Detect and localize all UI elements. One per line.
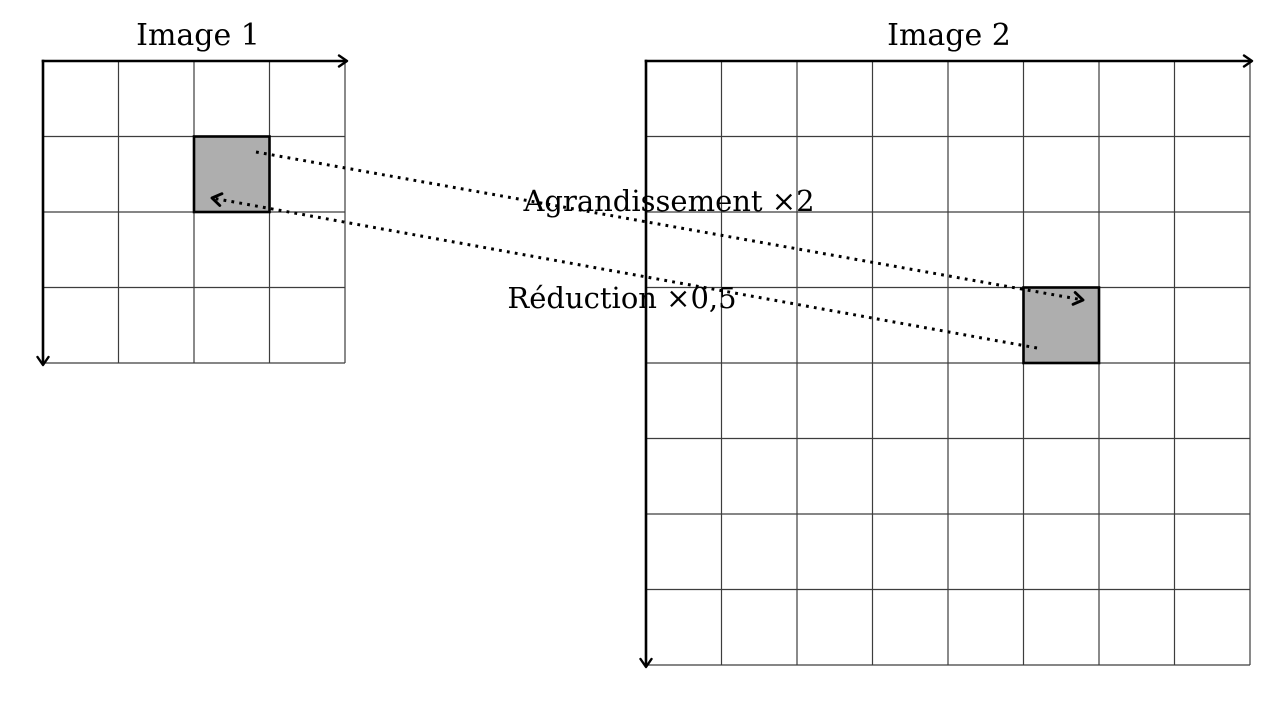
labels-layer: Image 1 Image 2 Agrandissement ×2 Réduction… [136, 18, 1011, 315]
arrows-layer [210, 150, 1085, 350]
shaded-cell-image-1 [192, 135, 271, 214]
grid-image-2 [639, 54, 1254, 669]
shaded-cell-image-2 [1022, 286, 1101, 365]
grids-layer [36, 54, 1254, 669]
title-image-2: Image 2 [887, 18, 1011, 53]
grid-image-1 [36, 54, 349, 367]
reduction-arrow-label: Réduction ×0,5 [507, 281, 736, 315]
title-image-1: Image 1 [136, 18, 260, 53]
reduction-arrow [210, 192, 1038, 350]
agrandissement-arrow [255, 150, 1085, 306]
agrandissement-arrow-label: Agrandissement ×2 [522, 184, 814, 218]
